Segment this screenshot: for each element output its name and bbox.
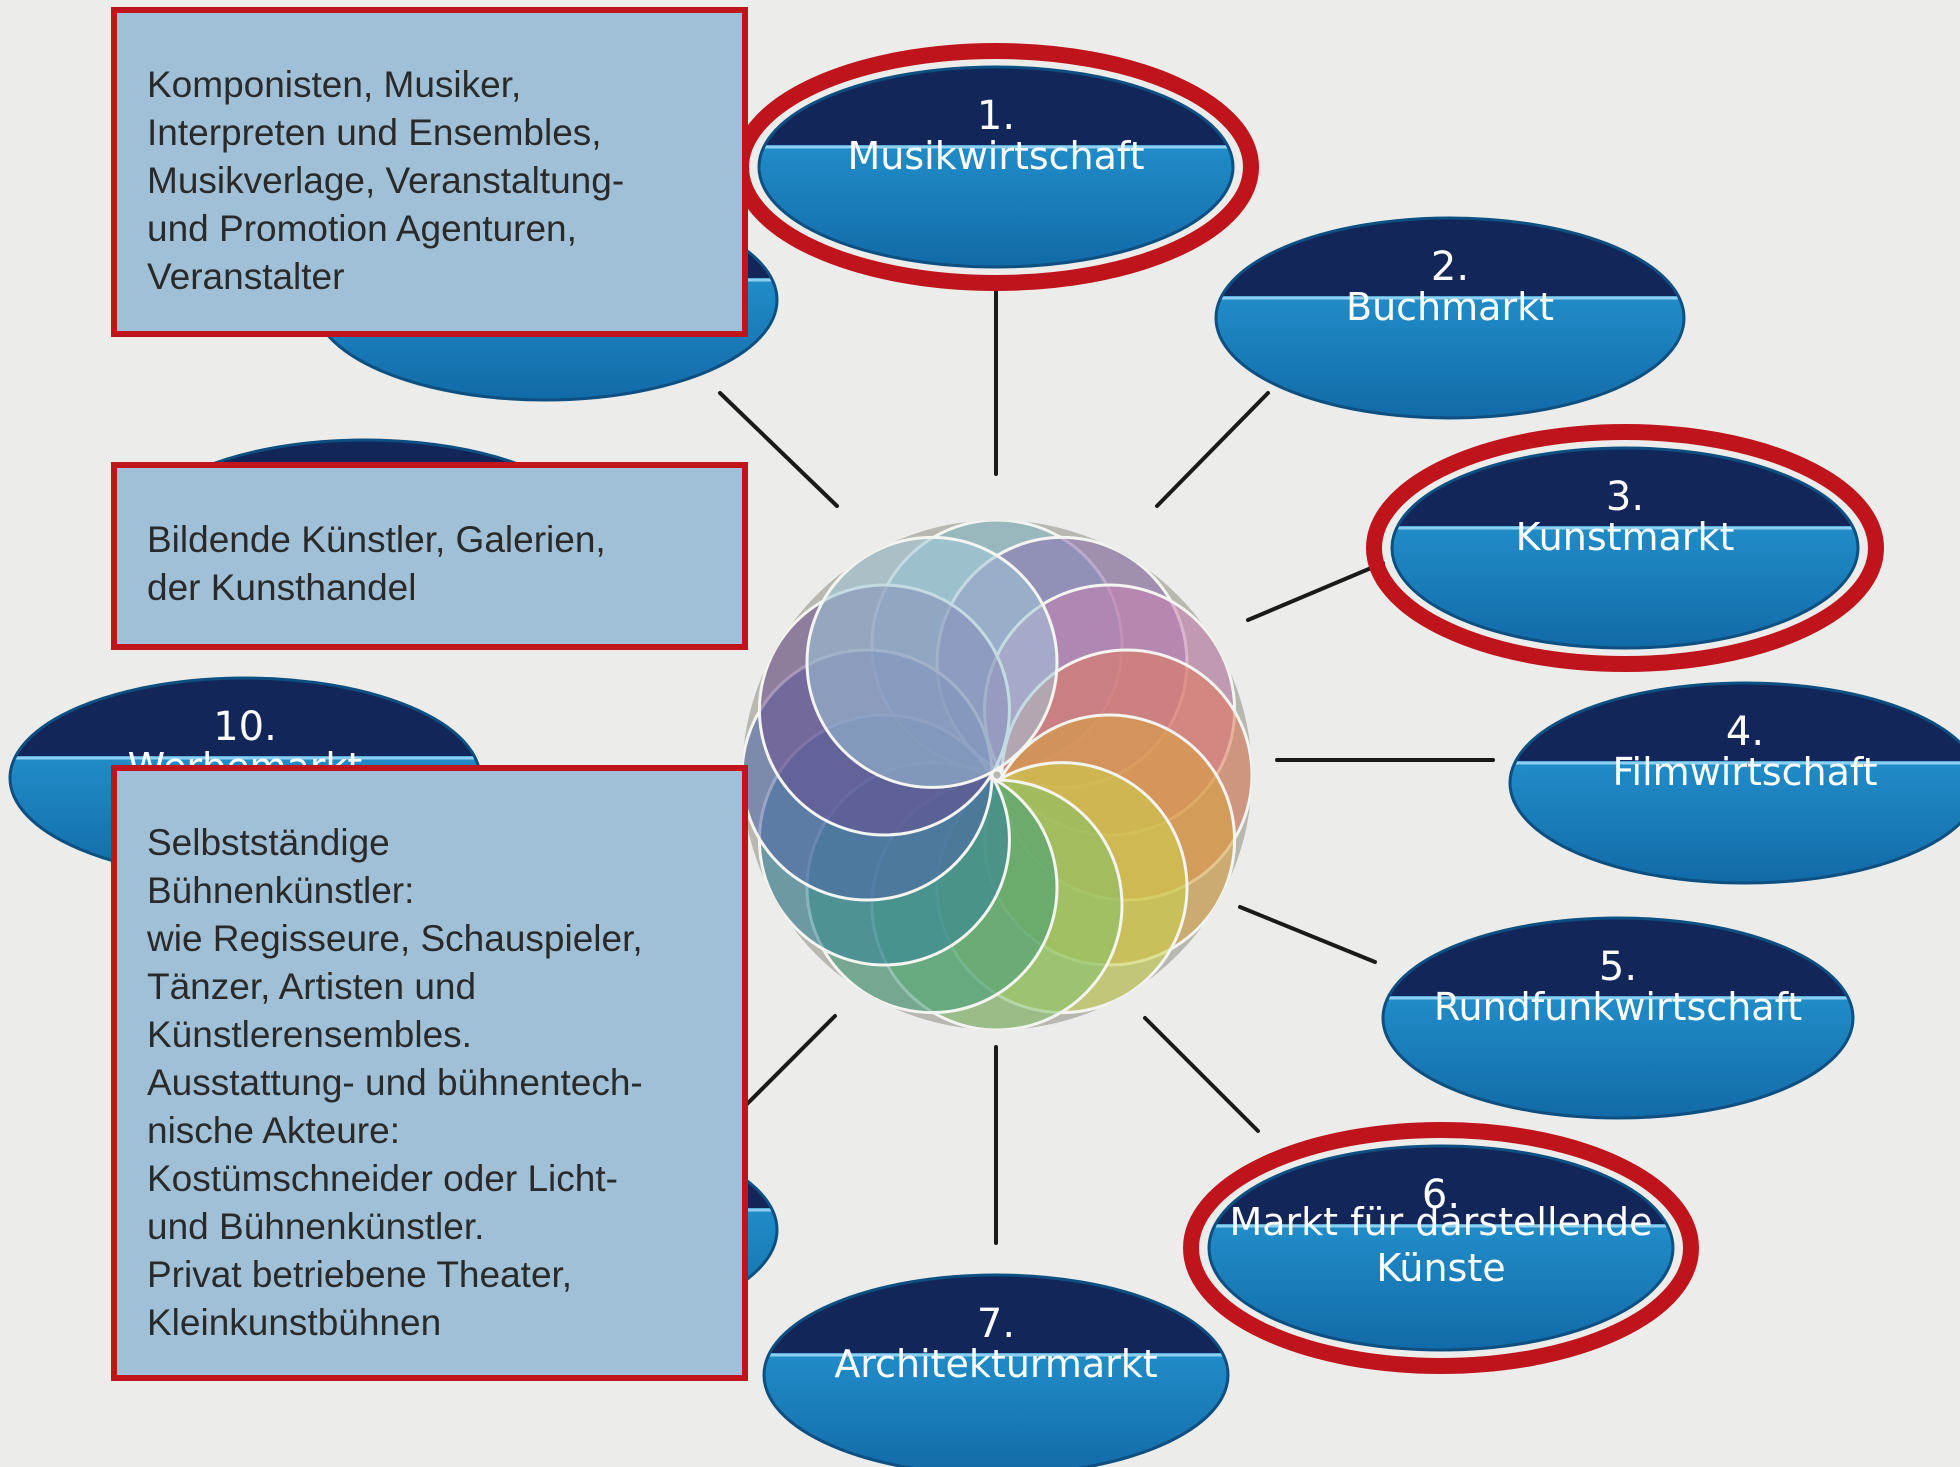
connector-lines [718, 275, 1495, 1245]
callout-line: Tänzer, Artisten und [147, 966, 477, 1007]
node-4-label: Filmwirtschaft [1612, 750, 1877, 794]
node-7-number: 7. [977, 1301, 1015, 1347]
callout-line: Ausstattung- und bühnentech- [147, 1062, 643, 1103]
callout-line: Künstlerensembles. [147, 1014, 472, 1055]
callout-line: Veranstalter [147, 256, 345, 297]
callout-line: und Bühnenkünstler. [147, 1206, 485, 1247]
highlight-ring [1183, 1122, 1699, 1374]
node-7: 7.Architekturmarkt [762, 1273, 1230, 1467]
node-5-number: 5. [1599, 944, 1637, 990]
node-2: 2.Buchmarkt [1214, 216, 1686, 420]
callout-line: und Promotion Agenturen, [147, 208, 577, 249]
node-6-label: Markt für darstellende [1229, 1200, 1652, 1244]
node-6-number: 6. [1422, 1172, 1460, 1218]
node-5-label: Rundfunkwirtschaft [1434, 985, 1802, 1029]
connector-5 [1238, 905, 1377, 964]
connector-8 [738, 1014, 837, 1113]
callout-line: Privat betriebene Theater, [147, 1254, 573, 1295]
connector-6 [1143, 1016, 1260, 1133]
node-10-number: 10. [213, 704, 277, 750]
callout-kunstmarkt: Bildende Künstler, Galerien, der Kunsthan… [111, 462, 748, 650]
node-3: 3.Kunstmarkt [1366, 424, 1884, 672]
node-5: 5.Rundfunkwirtschaft [1381, 916, 1855, 1120]
node-4: 4.Filmwirtschaft [1508, 681, 1960, 885]
callout-musikwirtschaft: Komponisten, Musiker, Interpreten und Ens… [111, 7, 748, 337]
callout-line: Kostümschneider oder Licht- [147, 1158, 618, 1199]
callout-line: wie Regisseure, Schauspieler, [147, 918, 643, 959]
node-4-number: 4. [1726, 709, 1764, 755]
node-2-label: Buchmarkt [1346, 285, 1554, 329]
node-6-label: Künste [1376, 1246, 1505, 1290]
callout-line: Selbstständige [147, 822, 390, 863]
node-3-number: 3. [1606, 474, 1644, 520]
callout-line: nische Akteure: [147, 1110, 400, 1151]
node-1: 1.Musikwirtschaft [733, 43, 1259, 291]
node-7-label: Architekturmarkt [834, 1342, 1157, 1386]
node-1-number: 1. [977, 93, 1015, 139]
highlight-ring [1366, 424, 1884, 672]
rosette-petal [805, 535, 1059, 789]
node-2-number: 2. [1431, 244, 1469, 290]
callout-line: Komponisten, Musiker, [147, 64, 522, 105]
callout-line: Musikverlage, Veranstaltung- [147, 160, 625, 201]
connector-3 [1246, 561, 1385, 622]
callout-line: Bildende Künstler, Galerien, [147, 519, 606, 560]
connector-2 [1155, 391, 1270, 508]
callout-line: Interpreten und Ensembles, [147, 112, 602, 153]
central-rosette [742, 520, 1252, 1030]
node-1-label: Musikwirtschaft [847, 134, 1144, 178]
connector-12 [718, 391, 839, 508]
callout-line: Kleinkunstbühnen [147, 1302, 442, 1343]
node-3-label: Kunstmarkt [1516, 515, 1735, 559]
callout-line: Bühnenkünstler: [147, 870, 415, 911]
callout-line: der Kunsthandel [147, 567, 417, 608]
